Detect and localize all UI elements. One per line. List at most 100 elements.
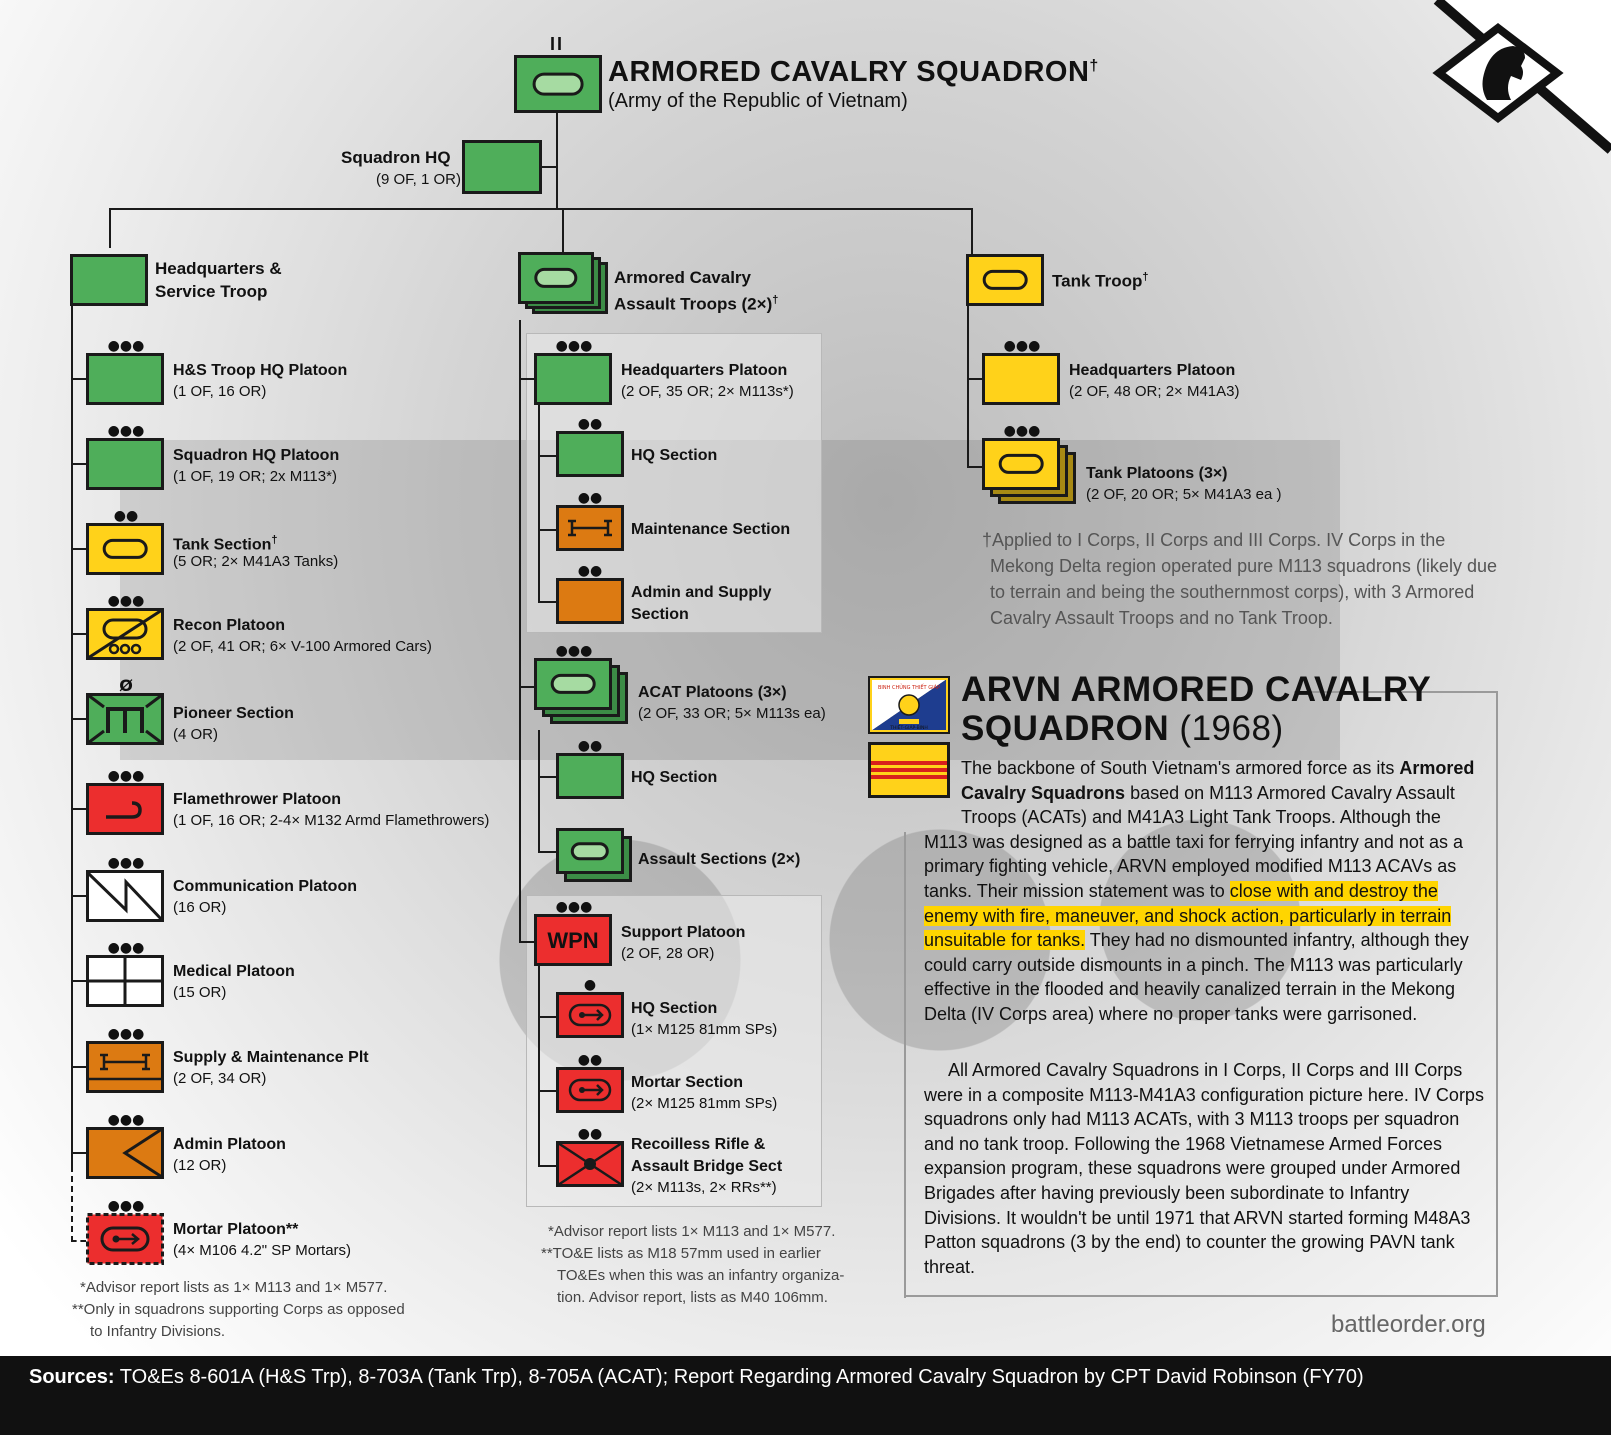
- unit-detail: (2 OF, 48 OR; 2× M41A3): [1069, 383, 1240, 400]
- echelon-mark: ●●●: [555, 643, 593, 659]
- hs-note-2: **Only in squadrons supporting Corps as …: [72, 1301, 405, 1318]
- connector: [538, 455, 556, 457]
- unit-name: ACAT Platoons (3×): [638, 684, 787, 701]
- echelon-mark: ●●●: [107, 768, 145, 784]
- acat-platoons-symbol: [534, 658, 612, 710]
- connector: [109, 208, 972, 210]
- unit-detail: (2 OF, 34 OR): [173, 1070, 267, 1087]
- article-paragraph-2: All Armored Cavalry Squadrons in I Corps…: [924, 1060, 1484, 1277]
- unit-name: HQ Section: [631, 769, 718, 786]
- tank-troop-symbol: [966, 254, 1044, 306]
- unit-detail: (2 OF, 41 OR; 6× V-100 Armored Cars): [173, 638, 432, 655]
- unit-name: Mortar Section: [631, 1074, 744, 1091]
- connector: [542, 166, 558, 168]
- svg-text:THIẾT-GIÁP-BINH: THIẾT-GIÁP-BINH: [889, 723, 928, 731]
- echelon-mark: ●●: [577, 490, 603, 506]
- medical-platoon-symbol: [86, 955, 164, 1007]
- unit-name: Supply & Maintenance Plt: [173, 1049, 369, 1066]
- connector: [556, 113, 558, 209]
- hs-troop-symbol: [70, 254, 148, 306]
- support-platoon-symbol: WPN: [534, 914, 612, 966]
- unit-name: Recon Platoon: [173, 617, 286, 634]
- assault-sections-symbol: [556, 828, 624, 874]
- echelon-mark: ●●●: [555, 899, 593, 915]
- connector: [967, 378, 982, 380]
- connector: [967, 466, 982, 468]
- unit-detail: (5 OR; 2× M41A3 Tanks): [173, 553, 339, 570]
- unit-detail: (16 OR): [173, 899, 227, 916]
- emblem-text: BINH CHỦNG THIẾT GIÁP: [878, 683, 940, 691]
- echelon-mark: ●●●: [107, 1198, 145, 1214]
- connector-dashed: [71, 1240, 86, 1242]
- acat-platoon-hq-section-symbol: [556, 753, 624, 799]
- support-hq-section-symbol: [556, 992, 624, 1038]
- squadron-echelon: II: [550, 34, 565, 54]
- connector: [538, 776, 556, 778]
- squadron-subtitle: (Army of the Republic of Vietnam): [608, 90, 908, 112]
- squadron-dagger: †: [1089, 57, 1099, 75]
- wpn-label: WPN: [547, 928, 599, 953]
- unit-name: Headquarters Platoon: [621, 362, 788, 379]
- flamethrower-platoon-symbol: [86, 783, 164, 835]
- echelon-mark: ●●: [577, 416, 603, 432]
- unit-detail: (4 OR): [173, 726, 218, 743]
- dagger: †: [1142, 271, 1149, 283]
- acat-note-1: *Advisor report lists 1× M113 and 1× M57…: [548, 1223, 836, 1240]
- acat-note-3: TO&Es when this was an infantry organiza…: [557, 1267, 845, 1284]
- connector-dashed: [71, 1166, 73, 1242]
- unit-name: Section: [631, 606, 689, 623]
- tank-troop-name: Tank Troop†: [1052, 267, 1148, 292]
- connector: [519, 378, 534, 380]
- tank-section-symbol: [86, 523, 164, 575]
- battleorder-logo-icon: [1432, 0, 1611, 154]
- unit-name: Flamethrower Platoon: [173, 791, 342, 808]
- unit-detail: (2 OF, 33 OR; 5× M113s ea): [638, 705, 826, 722]
- squadron-title-text: ARMORED CAVALRY SQUADRON: [608, 56, 1090, 88]
- svg-text:BINH CHỦNG THIẾT GIÁP: BINH CHỦNG THIẾT GIÁP: [878, 683, 940, 691]
- connector: [538, 1090, 556, 1092]
- emblem-sub: THIẾT-GIÁP-BINH: [889, 723, 928, 731]
- sources-label: Sources:: [29, 1366, 115, 1388]
- echelon-mark: ●●: [577, 563, 603, 579]
- echelon-mark: ●●: [577, 738, 603, 754]
- acat-name-2-text: Assault Troops (2×): [614, 294, 773, 314]
- tank-section-name: Tank Section: [173, 536, 272, 554]
- connector: [538, 730, 540, 852]
- connector: [562, 208, 564, 256]
- recoilless-rifle-symbol: [556, 1141, 624, 1187]
- unit-name: Assault Bridge Sect: [631, 1158, 783, 1175]
- unit-name: HQ Section: [631, 447, 718, 464]
- connector: [538, 851, 556, 853]
- echelon-mark: ●●●: [107, 338, 145, 354]
- echelon-mark: ●: [583, 977, 597, 993]
- unit-name: Tank Section†: [173, 530, 278, 555]
- connector: [538, 405, 540, 602]
- squadron-hq-detail: (9 OF, 1 OR): [376, 171, 462, 188]
- acat-name-2: Assault Troops (2×)†: [614, 290, 778, 315]
- connector: [519, 686, 534, 688]
- echelon-mark: ●●: [577, 1126, 603, 1142]
- unit-name: Headquarters Platoon: [1069, 362, 1236, 379]
- admin-supply-section-symbol: [556, 578, 624, 624]
- site-url[interactable]: battleorder.org: [1331, 1311, 1486, 1338]
- hs-note-3: to Infantry Divisions.: [90, 1323, 226, 1340]
- communication-platoon-symbol: [86, 870, 164, 922]
- connector: [538, 529, 556, 531]
- echelon-mark: ●●●: [1003, 423, 1041, 439]
- hs-note-1: *Advisor report lists as 1× M113 and 1× …: [80, 1279, 388, 1296]
- connector: [71, 980, 86, 982]
- squadron-hq-symbol: [462, 140, 542, 194]
- unit-detail: (4× M106 4.2" SP Mortars): [173, 1242, 352, 1259]
- connector: [519, 941, 534, 943]
- article-title-1: ARVN ARMORED CAVALRY: [961, 670, 1432, 709]
- tank-hq-platoon-symbol: [982, 353, 1060, 405]
- unit-detail: (2× M125 81mm SPs): [631, 1095, 778, 1112]
- unit-name: Support Platoon: [621, 924, 746, 941]
- connector: [967, 306, 969, 467]
- unit-detail: (1 OF, 19 OR; 2x M113*): [173, 468, 337, 485]
- tank-troop-name-text: Tank Troop: [1052, 271, 1143, 291]
- connector: [71, 718, 86, 720]
- connector: [71, 306, 73, 1166]
- unit-detail: (2× M113s, 2× RRs**): [631, 1179, 777, 1196]
- p1-text-c: They had no dismounted infantry, althoug…: [924, 930, 1469, 1024]
